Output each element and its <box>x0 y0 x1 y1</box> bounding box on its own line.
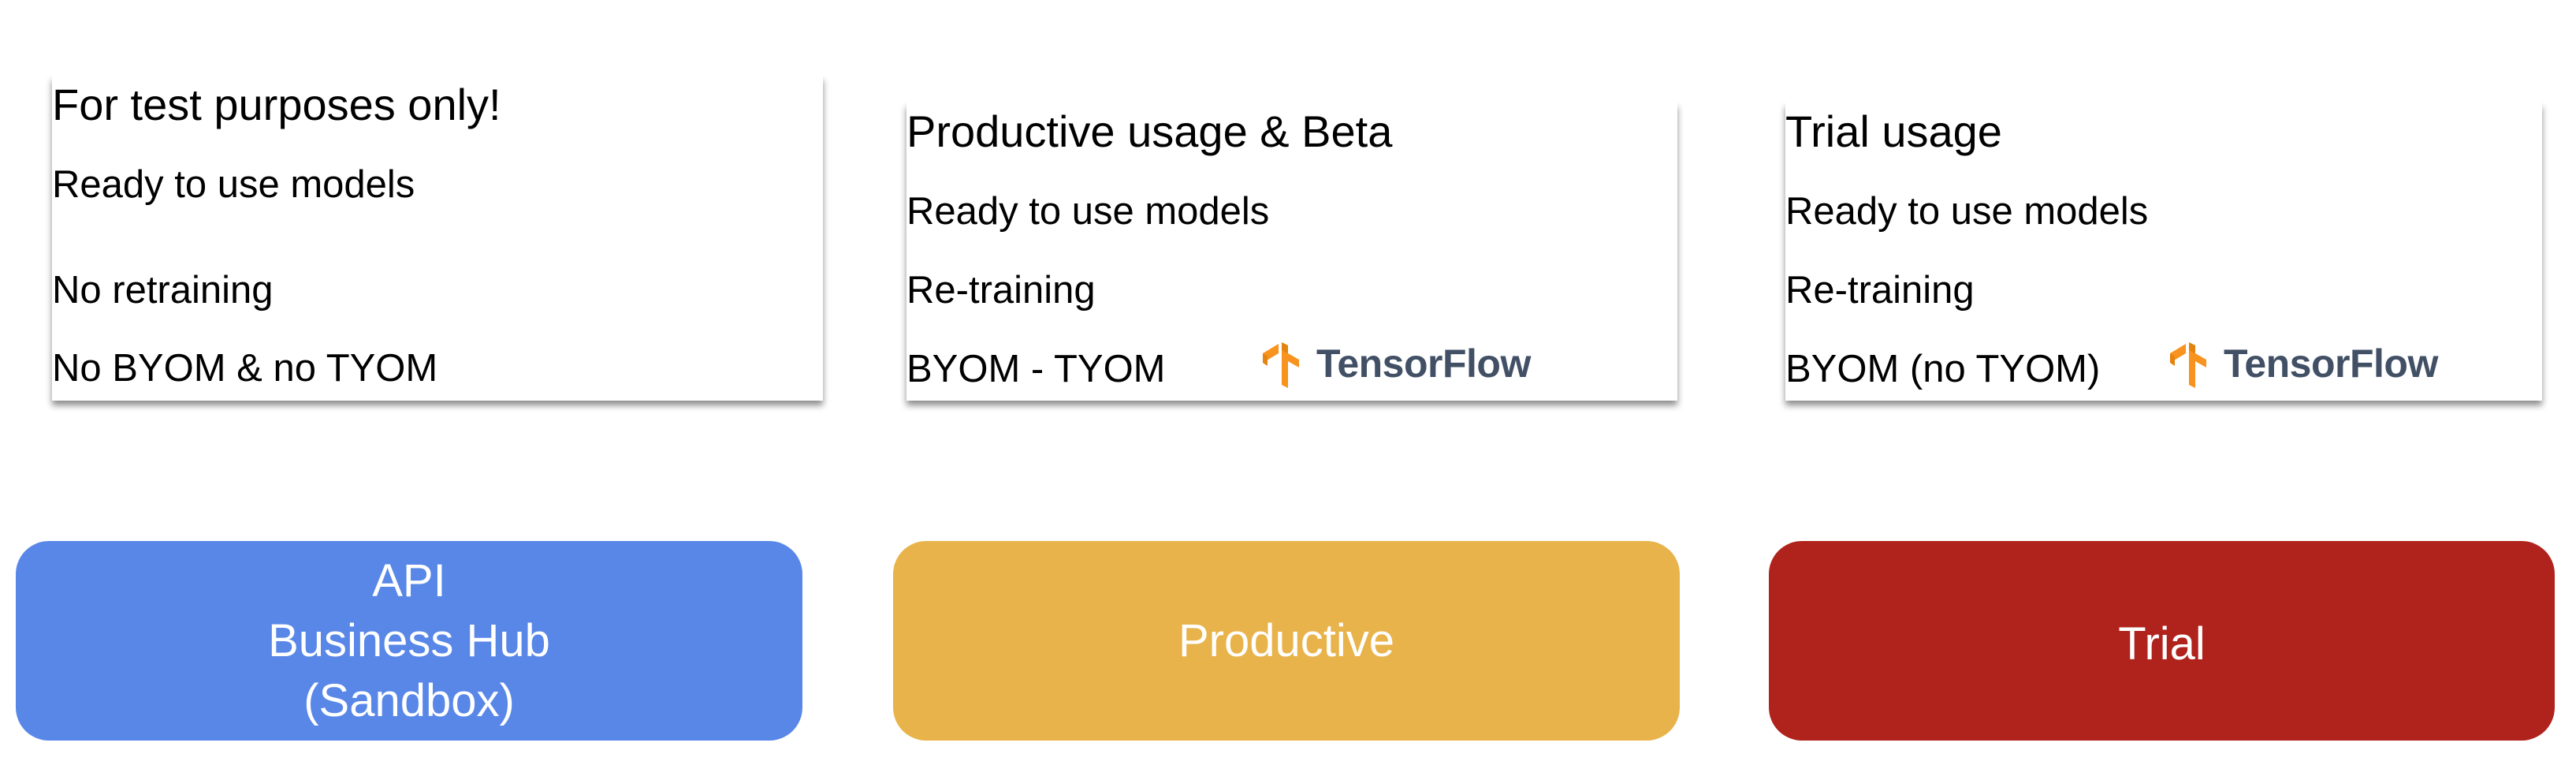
card-feature-byom: No BYOM & no TYOM <box>52 347 438 390</box>
tensorflow-wordmark: TensorFlow <box>1316 341 1531 386</box>
card-feature-ready-models: Ready to use models <box>52 163 415 206</box>
tensorflow-wordmark: TensorFlow <box>2224 341 2438 386</box>
trial-pill: Trial <box>1769 541 2555 741</box>
sandbox-features-card: For test purposes only! Ready to use mod… <box>52 76 823 401</box>
card-feature-byom: BYOM - TYOM <box>906 348 1166 390</box>
tensorflow-logo: TensorFlow <box>1261 339 1531 388</box>
card-feature-ready-models: Ready to use models <box>906 190 1270 233</box>
card-title: Productive usage & Beta <box>906 106 1393 156</box>
api-business-hub-pill: API Business Hub (Sandbox) <box>16 541 802 741</box>
card-feature-retraining: Re-training <box>906 269 1096 312</box>
pill-label-line: API <box>372 554 446 606</box>
tensorflow-icon <box>1263 342 1299 388</box>
card-feature-ready-models: Ready to use models <box>1785 190 2149 233</box>
card-feature-retraining: Re-training <box>1785 269 1975 312</box>
pill-label-line: Business Hub <box>268 614 550 666</box>
card-title: Trial usage <box>1785 106 2002 156</box>
productive-pill: Productive <box>893 541 1680 741</box>
tensorflow-icon <box>2170 342 2206 388</box>
productive-features-card: Productive usage & Beta Ready to use mod… <box>906 103 1677 401</box>
card-feature-byom: BYOM (no TYOM) <box>1785 348 2101 390</box>
pill-label-line: (Sandbox) <box>303 674 515 726</box>
pill-label: Productive <box>1178 614 1395 666</box>
card-feature-retraining: No retraining <box>52 269 274 312</box>
card-title: For test purposes only! <box>52 80 501 129</box>
trial-features-card: Trial usage Ready to use models Re-train… <box>1785 103 2542 401</box>
tensorflow-logo: TensorFlow <box>2168 339 2438 388</box>
pill-label: Trial <box>2118 618 2206 670</box>
